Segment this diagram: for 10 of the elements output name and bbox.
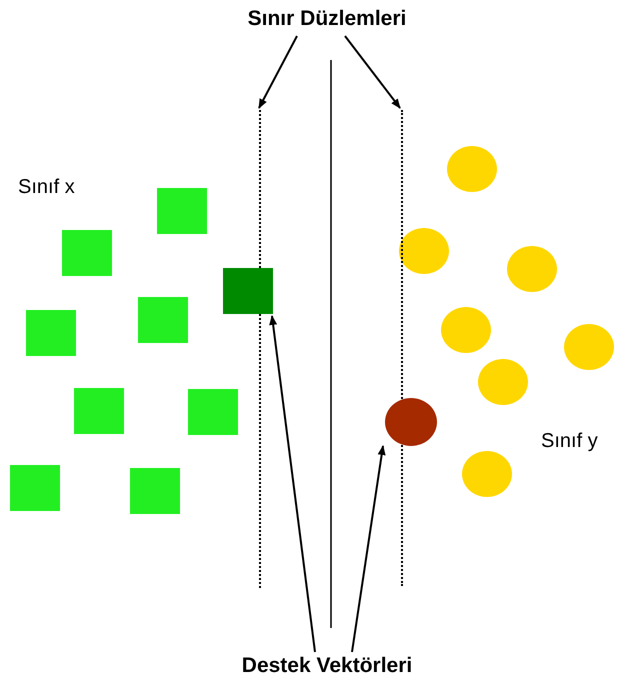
callout-title: Sınır Düzlemleri: [248, 7, 406, 31]
leader-arrow: [269, 315, 316, 652]
leader-arrow: [351, 445, 386, 652]
leader-arrow: [258, 36, 298, 109]
class-label: Sınıf y: [541, 430, 598, 453]
class-label: Sınıf x: [18, 176, 75, 199]
callout-title: Destek Vektörleri: [242, 654, 412, 678]
leader-arrow: [344, 35, 401, 109]
support-vector-square: [223, 268, 273, 314]
support-vector-circle: [385, 398, 437, 446]
